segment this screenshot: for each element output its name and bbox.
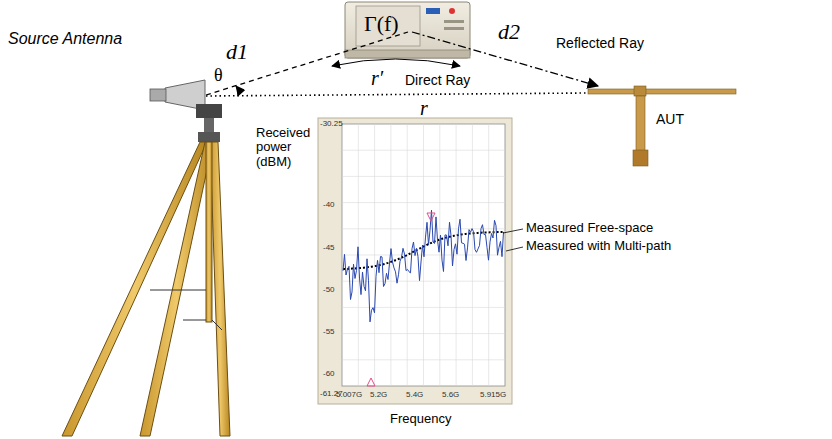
tick-label: 5.915G xyxy=(480,391,506,400)
angle-label: θ xyxy=(214,66,223,86)
tick-label: 5.6G xyxy=(442,391,459,400)
instrument xyxy=(345,2,470,58)
direct-ray xyxy=(206,93,588,96)
chart-panel xyxy=(318,118,523,404)
display-panel: Γ(f) xyxy=(360,9,403,39)
tripod xyxy=(62,132,230,436)
max-marker xyxy=(427,213,435,221)
tick-label: 5.4G xyxy=(406,391,423,400)
tick-label: -60 xyxy=(323,370,335,379)
tick-label: 5.007G xyxy=(336,391,362,400)
axis-title: Received power (dBM) xyxy=(256,126,318,169)
antenna-label: AUT xyxy=(656,112,684,127)
curve-label: Measured Free-space xyxy=(526,221,653,235)
angle-arc xyxy=(236,86,239,96)
tick-label: -45 xyxy=(323,244,335,253)
distance-label: r′ xyxy=(371,67,383,89)
ray-label: Reflected Ray xyxy=(556,36,644,51)
display-text: Γ(f) xyxy=(364,11,399,37)
tick-label: -40 xyxy=(323,201,335,210)
multipath-curve xyxy=(343,210,504,322)
tick-label: 5.2G xyxy=(370,391,387,400)
distance-label: d1 xyxy=(226,40,248,64)
leader-line xyxy=(503,229,523,233)
tick-label: -55 xyxy=(323,328,335,337)
tick-label: -50 xyxy=(323,286,335,295)
leader-line xyxy=(506,247,523,251)
aut-dipole xyxy=(588,86,736,166)
distance-label: d2 xyxy=(498,20,520,44)
ray-label: Direct Ray xyxy=(405,73,470,88)
r-prime-arrow xyxy=(332,59,460,66)
tick-label: -30.25 xyxy=(320,120,343,129)
source-antenna xyxy=(150,80,222,134)
d1-ray xyxy=(206,32,408,95)
distance-label: r xyxy=(420,97,428,119)
axis-title: Frequency xyxy=(390,412,451,426)
min-marker xyxy=(367,378,375,386)
antenna-label: Source Antenna xyxy=(8,30,122,48)
curve-label: Measured with Multi-path xyxy=(526,239,671,253)
